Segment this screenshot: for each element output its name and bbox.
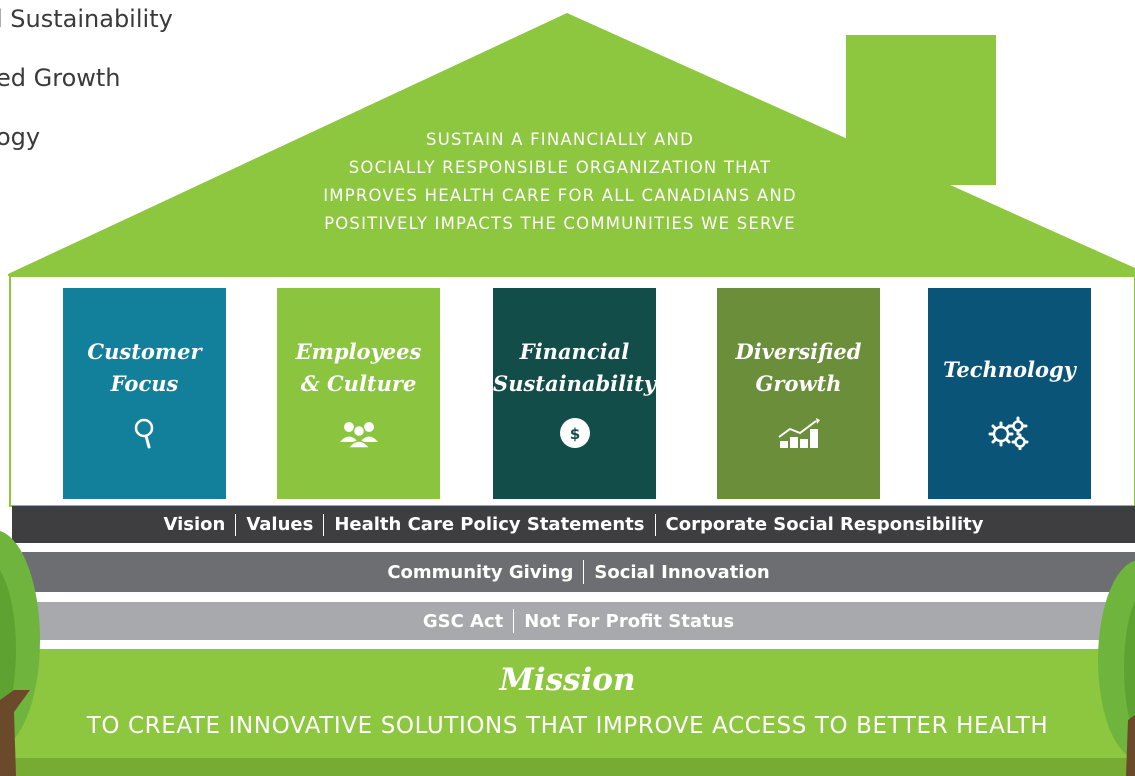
band-separator [513, 609, 515, 633]
right-tree [1098, 560, 1135, 776]
band-separator [654, 513, 656, 536]
band-item-values: Values [246, 514, 314, 535]
pillar-title-line: & Culture [300, 371, 417, 396]
mission-base [0, 649, 1135, 776]
pillar-diversified-growth: Diversified Growth [717, 288, 880, 499]
band-separator [583, 560, 585, 584]
side-list-item: l Sustainability [0, 5, 173, 33]
mission-base-shadow [0, 758, 1135, 776]
pillar-title-line: Sustainability [493, 371, 656, 396]
pillar-title: Financial Sustainability [493, 336, 656, 400]
pillar-title-line: Employees [295, 339, 422, 364]
pillar-title-line: Growth [755, 371, 842, 396]
pillar-employees-culture: Employees & Culture [277, 288, 440, 499]
pillar-title-line: Customer [87, 339, 202, 364]
svg-text:$: $ [569, 425, 579, 443]
pillar-title: Employees & Culture [277, 336, 440, 400]
band-dark [12, 506, 1135, 543]
band-item-social-innovation: Social Innovation [594, 561, 770, 583]
band-item-policy: Health Care Policy Statements [334, 514, 645, 535]
side-list-item: ed Growth [0, 64, 121, 92]
dollar-icon: $ [493, 416, 656, 450]
pillar-title-line: Technology [943, 357, 1076, 382]
vision-line: SOCIALLY RESPONSIBLE ORGANIZATION THAT [348, 158, 772, 177]
vision-line: SUSTAIN A FINANCIALLY AND [426, 130, 694, 149]
vision-line: IMPROVES HEALTH CARE FOR ALL CANADIANS A… [323, 186, 797, 205]
pillar-technology: Technology [928, 288, 1091, 499]
people-icon [277, 416, 440, 450]
vision-line: POSITIVELY IMPACTS THE COMMUNITIES WE SE… [324, 214, 796, 233]
pillar-title-line: Focus [110, 371, 179, 396]
pillar-title: Technology [928, 354, 1091, 386]
pillar-title-line: Diversified [735, 339, 862, 364]
pillar-customer-focus: Customer Focus [63, 288, 226, 499]
band-item-gsc-act: GSC Act [422, 610, 504, 632]
band-item-not-for-profit: Not For Profit Status [524, 610, 735, 632]
roof [8, 13, 1135, 276]
mission-statement: TO CREATE INNOVATIVE SOLUTIONS THAT IMPR… [86, 713, 1049, 739]
band-separator [323, 513, 325, 536]
side-list: l Sustainability ed Growth ogy [0, 0, 173, 167]
growth-chart-icon [717, 416, 880, 450]
mission-title: Mission [499, 662, 636, 698]
pillar-financial-sustainability: Financial Sustainability $ [493, 288, 656, 499]
band-community-row: Community Giving Social Innovation [22, 552, 1135, 592]
band-item-community-giving: Community Giving [387, 561, 574, 583]
pillar-title: Customer Focus [63, 336, 226, 400]
band-separator [235, 513, 237, 536]
band-item-vision: Vision [163, 514, 226, 535]
pillar-title-line: Financial [519, 339, 630, 364]
band-light [22, 602, 1135, 640]
band-act-row: GSC Act Not For Profit Status [22, 602, 1135, 640]
side-list-item: ogy [0, 123, 41, 151]
vision-statement: SUSTAIN A FINANCIALLY AND SOCIALLY RESPO… [240, 126, 880, 238]
band-mid [22, 552, 1135, 592]
band-values-row: Vision Values Health Care Policy Stateme… [12, 506, 1135, 543]
band-item-csr: Corporate Social Responsibility [665, 514, 984, 535]
magnifier-icon [63, 416, 226, 450]
left-tree [0, 530, 40, 776]
gears-icon [928, 416, 1091, 450]
pillar-title: Diversified Growth [717, 336, 880, 400]
